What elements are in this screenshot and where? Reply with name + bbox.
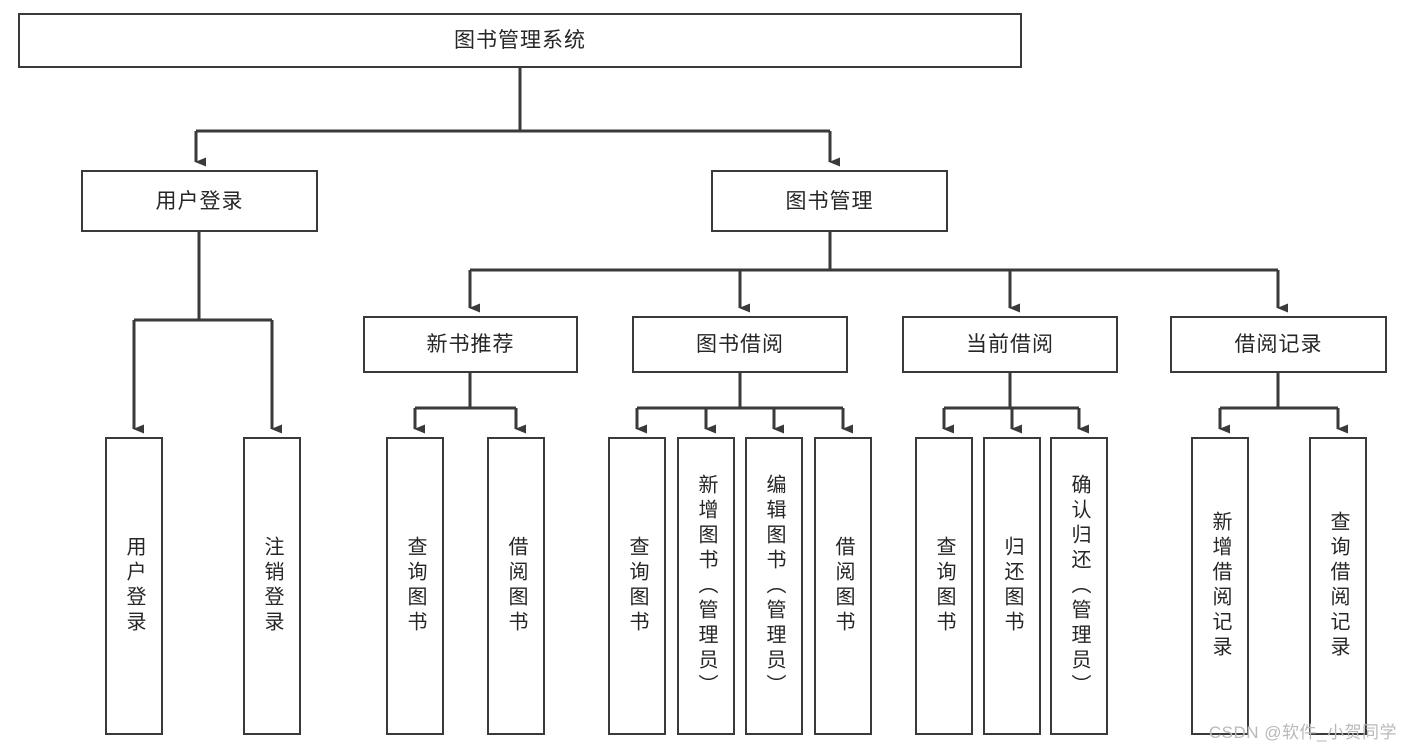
node-leaf-query-book-3[interactable]: 查询图书 (915, 437, 973, 735)
node-leaf-confirm-return[interactable]: 确认归还（管理员） (1050, 437, 1108, 735)
node-leaf-add-record[interactable]: 新增借阅记录 (1191, 437, 1249, 735)
node-root-label: 图书管理系统 (454, 29, 586, 52)
node-leaf-return-book-label: 归还图书 (1001, 536, 1023, 636)
node-leaf-borrow-book-1-label: 借阅图书 (505, 536, 527, 636)
node-leaf-borrow-book-2-label: 借阅图书 (832, 536, 854, 636)
node-borrow-record[interactable]: 借阅记录 (1170, 316, 1387, 373)
node-book-manage[interactable]: 图书管理 (711, 170, 948, 232)
node-book-manage-label: 图书管理 (785, 189, 874, 213)
node-leaf-edit-book-label: 编辑图书（管理员） (763, 473, 785, 699)
node-leaf-query-book-2[interactable]: 查询图书 (608, 437, 666, 735)
node-leaf-confirm-return-label: 确认归还（管理员） (1068, 473, 1090, 699)
node-leaf-user-logout[interactable]: 注销登录 (243, 437, 301, 735)
node-leaf-borrow-book-2[interactable]: 借阅图书 (814, 437, 872, 735)
node-book-borrow-label: 图书借阅 (696, 333, 784, 356)
node-leaf-return-book[interactable]: 归还图书 (983, 437, 1041, 735)
node-user-login[interactable]: 用户登录 (81, 170, 318, 232)
node-leaf-user-login-label: 用户登录 (123, 536, 145, 636)
node-leaf-query-book-2-label: 查询图书 (626, 536, 648, 636)
node-current-borrow[interactable]: 当前借阅 (902, 316, 1118, 373)
watermark: CSDN @软件_小贺同学 (1208, 723, 1397, 742)
node-current-borrow-label: 当前借阅 (966, 333, 1054, 356)
node-leaf-query-record-label: 查询借阅记录 (1327, 511, 1349, 661)
node-leaf-query-book-1[interactable]: 查询图书 (386, 437, 444, 735)
node-leaf-add-book[interactable]: 新增图书（管理员） (677, 437, 735, 735)
node-leaf-user-logout-label: 注销登录 (261, 536, 283, 636)
node-user-login-label: 用户登录 (155, 189, 244, 213)
node-leaf-query-record[interactable]: 查询借阅记录 (1309, 437, 1367, 735)
node-borrow-record-label: 借阅记录 (1234, 333, 1323, 356)
node-book-borrow[interactable]: 图书借阅 (632, 316, 848, 373)
node-leaf-add-book-label: 新增图书（管理员） (695, 473, 717, 699)
node-leaf-borrow-book-1[interactable]: 借阅图书 (487, 437, 545, 735)
node-root[interactable]: 图书管理系统 (18, 13, 1022, 68)
node-new-book-recommend-label: 新书推荐 (426, 333, 515, 356)
node-leaf-edit-book[interactable]: 编辑图书（管理员） (745, 437, 803, 735)
node-new-book-recommend[interactable]: 新书推荐 (363, 316, 578, 373)
node-leaf-add-record-label: 新增借阅记录 (1209, 511, 1231, 661)
node-leaf-user-login[interactable]: 用户登录 (105, 437, 163, 735)
node-leaf-query-book-3-label: 查询图书 (933, 536, 955, 636)
node-leaf-query-book-1-label: 查询图书 (404, 536, 426, 636)
